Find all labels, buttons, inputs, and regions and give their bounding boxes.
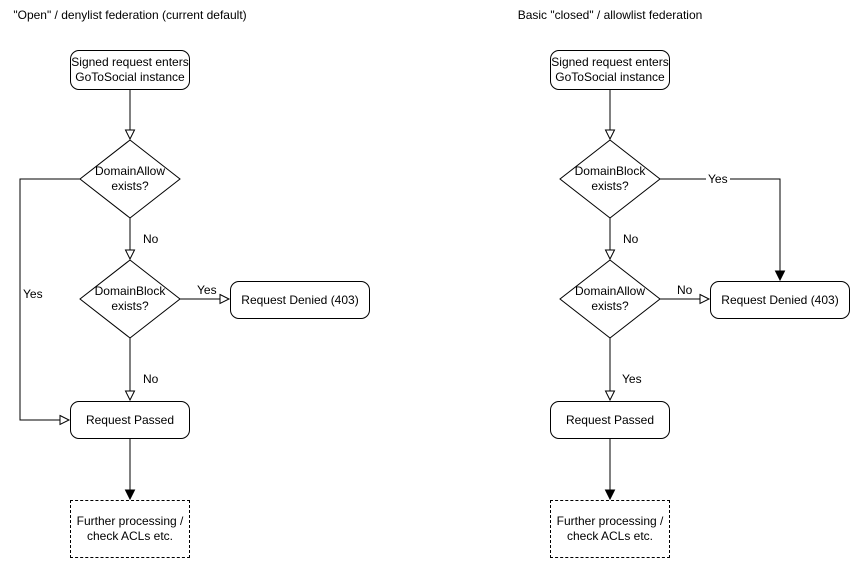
edge-right-decision1-yes-to-denied — [660, 178, 786, 282]
right-decision1-diamond — [559, 139, 661, 219]
right-decision2-no-label: No — [675, 283, 695, 298]
left-decision1-label: DomainAllow exists? — [94, 164, 166, 193]
left-decision1-yes-label: Yes — [21, 287, 45, 302]
left-passed-node: Request Passed — [70, 401, 190, 439]
right-decision1-label: DomainBlock exists? — [574, 164, 646, 193]
left-further-node: Further processing / check ACLs etc. — [70, 500, 190, 558]
right-further-node: Further processing / check ACLs etc. — [550, 500, 670, 558]
right-chart-title: Basic "closed" / allowlist federation — [517, 8, 703, 22]
left-decision2-yes-label: Yes — [195, 283, 219, 298]
edge-left-decision1-yes-to-passed — [19, 178, 80, 426]
right-start-node: Signed request enters GoToSocial instanc… — [550, 50, 670, 90]
right-decision1-yes-label: Yes — [706, 172, 730, 187]
right-decision2-diamond — [559, 259, 661, 339]
right-passed-node: Request Passed — [550, 401, 670, 439]
right-decision1-no-label: No — [621, 232, 641, 247]
right-decision2-label: DomainAllow exists? — [574, 284, 646, 313]
right-denied-node: Request Denied (403) — [710, 281, 850, 319]
left-decision1-diamond — [79, 139, 181, 219]
left-chart-title: "Open" / denylist federation (current de… — [13, 8, 247, 22]
left-decision1-no-label: No — [141, 232, 161, 247]
left-denied-node: Request Denied (403) — [230, 281, 370, 319]
left-decision2-label: DomainBlock exists? — [94, 284, 166, 313]
right-decision2-yes-label: Yes — [620, 372, 644, 387]
left-start-node: Signed request enters GoToSocial instanc… — [70, 50, 190, 90]
left-decision2-diamond — [79, 259, 181, 339]
left-decision2-no-label: No — [141, 372, 161, 387]
